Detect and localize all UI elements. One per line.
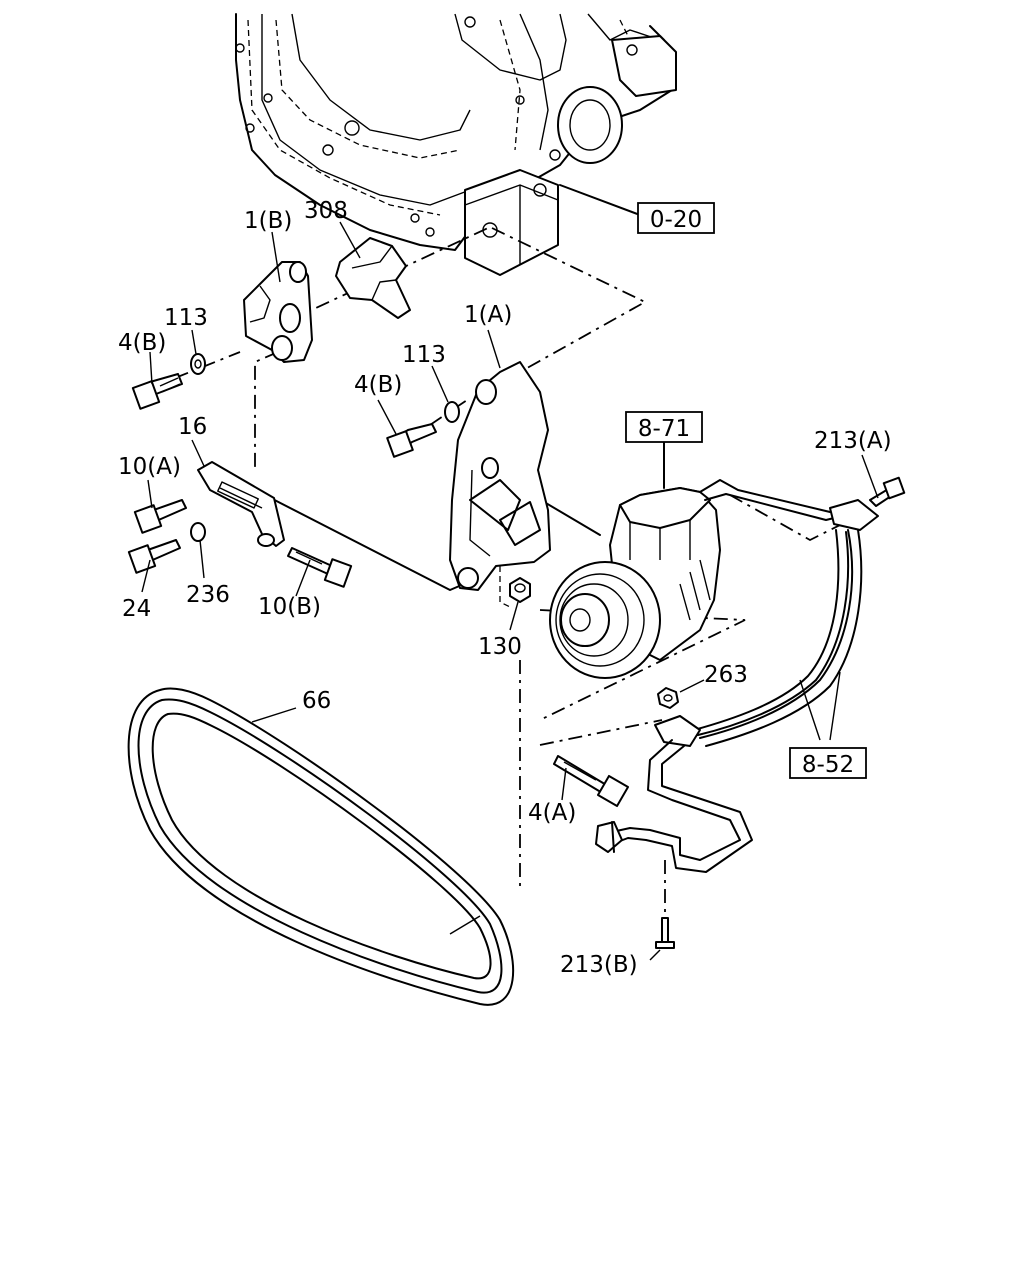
label-adjuster-16: 16 bbox=[178, 414, 207, 440]
ref-box-8-52[interactable]: 8-52 bbox=[789, 747, 867, 779]
ref-8-71-label: 8-71 bbox=[638, 416, 690, 442]
belt-66 bbox=[127, 687, 515, 1006]
bolt-4b-left bbox=[131, 373, 183, 410]
insulator-308 bbox=[335, 237, 411, 319]
label-bracket-1b: 1(B) bbox=[244, 208, 292, 234]
label-washer-236: 236 bbox=[186, 582, 230, 608]
bolt-24 bbox=[127, 539, 181, 574]
bolt-4b-right bbox=[386, 423, 437, 458]
label-bracket-1a: 1(A) bbox=[464, 302, 512, 328]
label-nut-130: 130 bbox=[478, 634, 522, 660]
label-bolt-10a: 10(A) bbox=[118, 454, 181, 480]
adjuster-16 bbox=[197, 461, 285, 547]
hose-assembly bbox=[595, 479, 879, 873]
label-washer-113-right: 113 bbox=[402, 342, 446, 368]
label-leaders bbox=[141, 221, 879, 961]
label-bolt-4b-right: 4(B) bbox=[354, 372, 402, 398]
label-nut-263: 263 bbox=[704, 662, 748, 688]
label-bolt-4b-left: 4(B) bbox=[118, 330, 166, 356]
nut-263 bbox=[657, 687, 679, 709]
compressor bbox=[549, 487, 721, 679]
bracket-1b bbox=[243, 261, 313, 363]
label-bolt-24: 24 bbox=[122, 596, 151, 622]
bolt-10b bbox=[287, 547, 353, 588]
bolt-10a bbox=[133, 499, 187, 534]
label-bolt-4a: 4(A) bbox=[528, 800, 576, 826]
bolt-213a bbox=[869, 476, 906, 507]
label-insulator-308: 308 bbox=[304, 198, 348, 224]
engine-block bbox=[235, 13, 677, 276]
nut-130 bbox=[499, 566, 531, 609]
bolt-4a bbox=[553, 755, 630, 808]
label-washer-113-left: 113 bbox=[164, 305, 208, 331]
washer-113-left bbox=[190, 353, 206, 375]
ref-box-8-71[interactable]: 8-71 bbox=[625, 411, 703, 443]
bracket-1a bbox=[449, 361, 551, 591]
ref-box-0-20[interactable]: 0-20 bbox=[637, 202, 715, 234]
label-bolt-213a: 213(A) bbox=[814, 428, 892, 454]
washer-236 bbox=[190, 522, 206, 542]
bolt-213b bbox=[655, 917, 675, 949]
washer-113-right bbox=[444, 401, 460, 423]
ref-8-52-label: 8-52 bbox=[802, 752, 854, 778]
ref-0-20-label: 0-20 bbox=[650, 207, 702, 233]
part-labels: 1(B) 308 113 4(B) 1(A) 113 4(B) 16 10(A)… bbox=[118, 198, 892, 978]
label-bolt-213b: 213(B) bbox=[560, 952, 638, 978]
label-bolt-10b: 10(B) bbox=[258, 594, 321, 620]
label-belt-66: 66 bbox=[302, 688, 331, 714]
